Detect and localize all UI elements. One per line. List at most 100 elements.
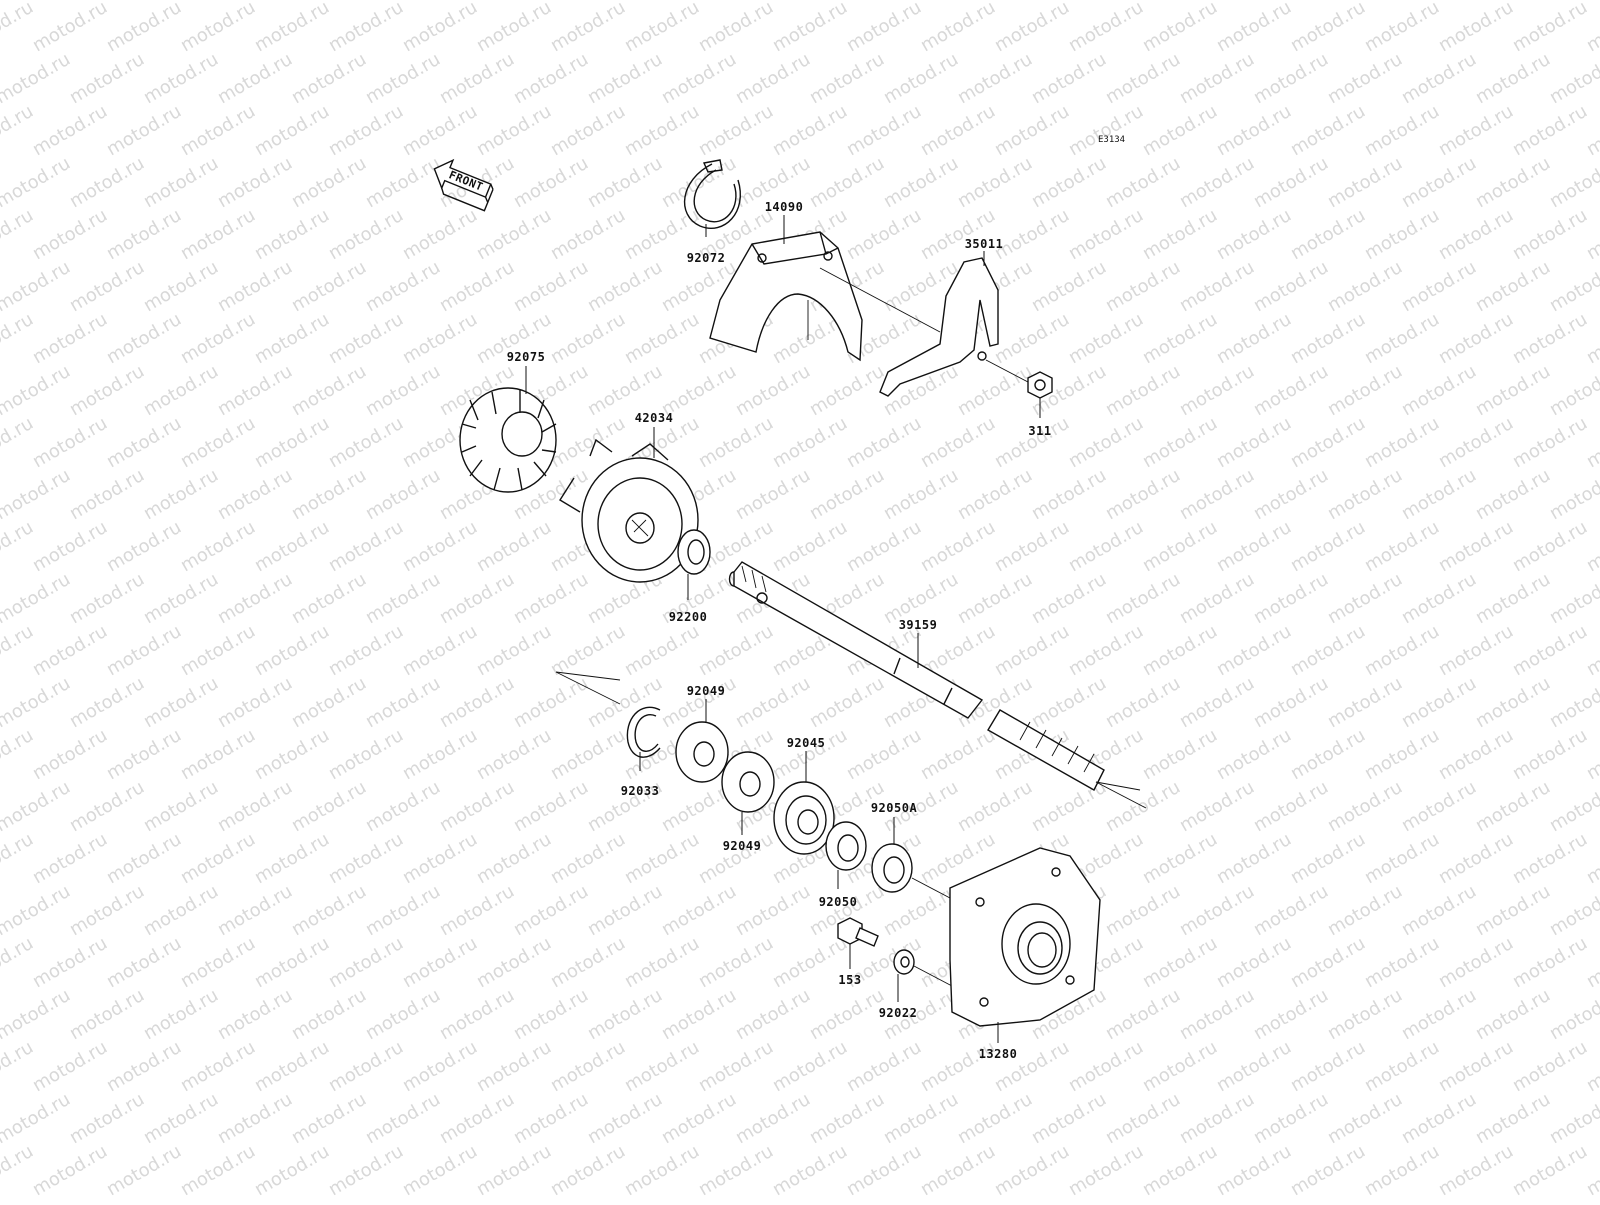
part-label-39159[interactable]: 39159 (899, 619, 938, 631)
watermark-text: motod.ru (1102, 0, 1184, 4)
watermark-text: motod.ru (1509, 517, 1591, 576)
watermark-text: motod.ru (1472, 673, 1554, 732)
part-label-14090[interactable]: 14090 (765, 201, 804, 213)
watermark-text: motod.ru (103, 205, 185, 264)
watermark-text: motod.ru (1139, 205, 1221, 264)
watermark-text: motod.ru (1213, 517, 1295, 576)
watermark-text: motod.ru (325, 829, 407, 888)
watermark-text: motod.ru (0, 101, 37, 160)
watermark-text: motod.ru (1509, 205, 1591, 264)
watermark-text: motod.ru (1361, 1141, 1443, 1200)
watermark-text: motod.ru (769, 1037, 851, 1096)
watermark-text: motod.ru (288, 257, 370, 316)
watermark-text: motod.ru (1250, 777, 1332, 836)
watermark-text: motod.ru (1250, 465, 1332, 524)
watermark-text: motod.ru (1546, 569, 1600, 628)
watermark-text: motod.ru (1139, 517, 1221, 576)
part-label-42034[interactable]: 42034 (635, 412, 674, 424)
watermark-text: motod.ru (251, 1141, 333, 1200)
watermark-text: motod.ru (1361, 101, 1443, 160)
part-label-92049-lower[interactable]: 92049 (723, 840, 762, 852)
watermark-text: motod.ru (732, 0, 814, 4)
watermark-text: motod.ru (177, 829, 259, 888)
part-label-92049-upper[interactable]: 92049 (687, 685, 726, 697)
part-label-153[interactable]: 153 (838, 974, 861, 986)
watermark-text: motod.ru (806, 1089, 888, 1148)
watermark-text: motod.ru (66, 465, 148, 524)
watermark-text: motod.ru (325, 101, 407, 160)
watermark-text: motod.ru (0, 49, 74, 108)
part-label-92022[interactable]: 92022 (879, 1007, 918, 1019)
watermark-text: motod.ru (29, 101, 111, 160)
watermark-text: motod.ru (547, 1037, 629, 1096)
watermark-text: motod.ru (1435, 309, 1517, 368)
watermark-text: motod.ru (1065, 1141, 1147, 1200)
watermark-text: motod.ru (1509, 1037, 1591, 1096)
watermark-text: motod.ru (251, 413, 333, 472)
watermark-text: motod.ru (1435, 413, 1517, 472)
watermark-text: motod.ru (0, 1037, 37, 1096)
watermark-text: motod.ru (1287, 1141, 1369, 1200)
watermark-text: motod.ru (288, 985, 370, 1044)
watermark-text: motod.ru (0, 933, 37, 992)
watermark-text: motod.ru (288, 153, 370, 212)
watermark-text: motod.ru (1287, 0, 1369, 56)
watermark-text: motod.ru (1472, 153, 1554, 212)
watermark-text: motod.ru (547, 829, 629, 888)
part-label-311[interactable]: 311 (1028, 425, 1051, 437)
part-92200-washer (678, 530, 710, 574)
part-label-92050[interactable]: 92050 (819, 896, 858, 908)
watermark-text: motod.ru (177, 621, 259, 680)
watermark-text: motod.ru (991, 413, 1073, 472)
watermark-text: motod.ru (177, 933, 259, 992)
watermark-text: motod.ru (806, 49, 888, 108)
watermark-text: motod.ru (140, 1089, 222, 1148)
watermark-text: motod.ru (1176, 153, 1258, 212)
watermark-text: motod.ru (732, 985, 814, 1044)
part-label-92072[interactable]: 92072 (687, 252, 726, 264)
watermark-text: motod.ru (288, 569, 370, 628)
watermark-text: motod.ru (1250, 361, 1332, 420)
watermark-text: motod.ru (1472, 777, 1554, 836)
watermark-text: motod.ru (658, 1089, 740, 1148)
part-label-92200[interactable]: 92200 (669, 611, 708, 623)
watermark-text: motod.ru (1065, 621, 1147, 680)
part-label-92033[interactable]: 92033 (621, 785, 660, 797)
watermark-text: motod.ru (843, 1037, 925, 1096)
watermark-text: motod.ru (1065, 517, 1147, 576)
watermark-text: motod.ru (103, 1141, 185, 1200)
part-label-35011[interactable]: 35011 (965, 238, 1004, 250)
watermark-text: motod.ru (1250, 1089, 1332, 1148)
watermark-text: motod.ru (1546, 361, 1600, 420)
watermark-text: motod.ru (362, 569, 444, 628)
watermark-text: motod.ru (917, 0, 999, 56)
watermark-text: motod.ru (214, 881, 296, 940)
watermark-text: motod.ru (288, 881, 370, 940)
watermark-text: motod.ru (325, 205, 407, 264)
watermark-text: motod.ru (658, 985, 740, 1044)
watermark-text: motod.ru (1065, 1037, 1147, 1096)
watermark-text: motod.ru (769, 101, 851, 160)
watermark-text: motod.ru (288, 361, 370, 420)
part-label-92075[interactable]: 92075 (507, 351, 546, 363)
watermark-text: motod.ru (1139, 101, 1221, 160)
watermark-text: motod.ru (0, 569, 74, 628)
watermark-text: motod.ru (288, 465, 370, 524)
watermark-text: motod.ru (1435, 101, 1517, 160)
part-label-92045[interactable]: 92045 (787, 737, 826, 749)
watermark-text: motod.ru (1361, 517, 1443, 576)
watermark-text: motod.ru (1398, 465, 1480, 524)
watermark-text: motod.ru (214, 673, 296, 732)
watermark-text: motod.ru (658, 0, 740, 4)
part-92049-washer-lower (722, 752, 774, 812)
watermark-text: motod.ru (29, 621, 111, 680)
watermark-text: motod.ru (954, 465, 1036, 524)
watermark-text: motod.ru (621, 1037, 703, 1096)
watermark-text: motod.ru (843, 725, 925, 784)
part-label-13280[interactable]: 13280 (979, 1048, 1018, 1060)
part-label-92050a[interactable]: 92050A (871, 802, 917, 814)
watermark-text: motod.ru (1102, 153, 1184, 212)
watermark-text: motod.ru (1065, 413, 1147, 472)
watermark-text: motod.ru (954, 1089, 1036, 1148)
watermark-text: motod.ru (0, 309, 37, 368)
